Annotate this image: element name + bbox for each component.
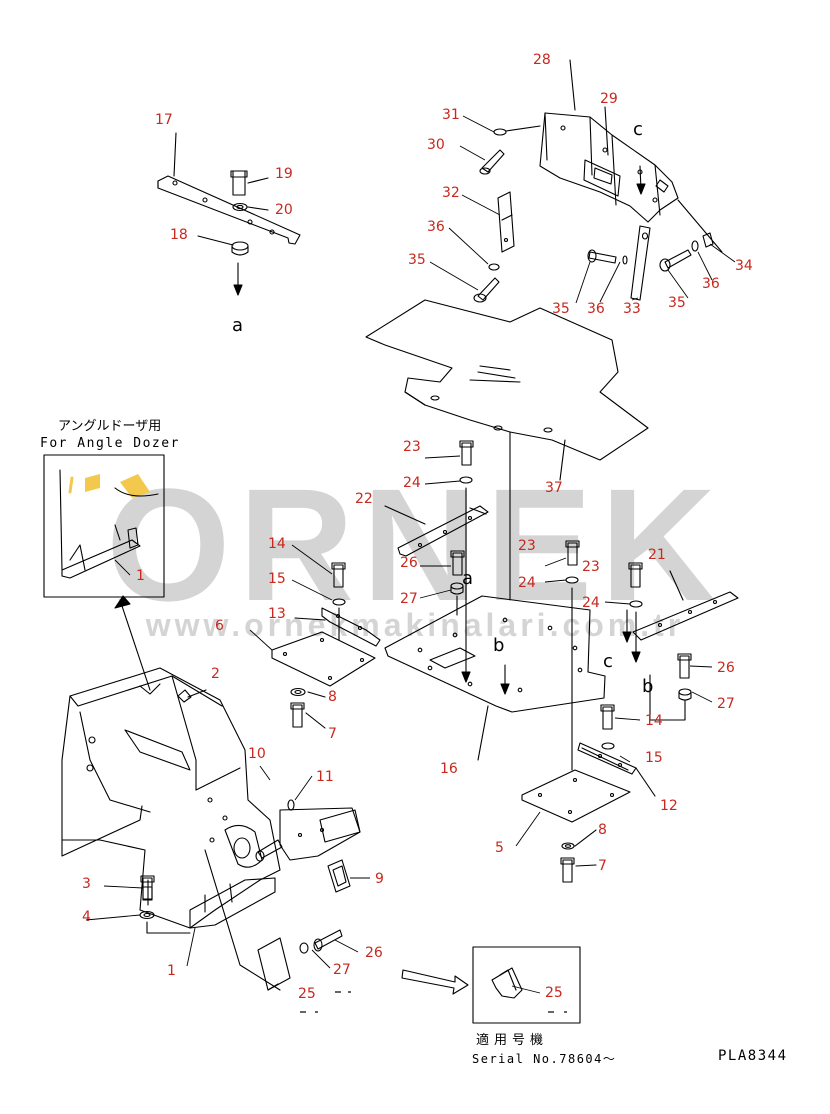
part-label: 23 xyxy=(582,559,600,575)
leader-lines xyxy=(85,115,736,994)
part-label: 25 xyxy=(298,986,316,1002)
part-label: 15 xyxy=(268,571,286,587)
inset-text: アングルドーザ用 For Angle Dozer 適用号機 Serial No.… xyxy=(40,419,788,1066)
view-ref-a: a xyxy=(232,315,243,336)
part-label: 26 xyxy=(365,945,383,961)
watermark: ORNEK www.ornekmakinalari.com.tr xyxy=(106,455,724,643)
inset-marks xyxy=(300,991,567,1013)
step-plate-6 xyxy=(271,562,381,729)
serial-title-jp: 適用号機 xyxy=(476,1032,548,1048)
part-label: 31 xyxy=(442,107,460,123)
part-label: 18 xyxy=(170,227,188,243)
part-label: 8 xyxy=(598,822,607,838)
part-label: 9 xyxy=(375,871,384,887)
floor-mat-37 xyxy=(365,299,649,601)
inset-angle-dozer xyxy=(43,454,165,598)
part-label: 14 xyxy=(268,536,286,552)
part-label: 1 xyxy=(167,963,176,979)
part-label: 21 xyxy=(648,547,666,563)
part-label: 24 xyxy=(518,575,536,591)
part-label: 8 xyxy=(328,689,337,705)
bracket-17-assembly xyxy=(157,132,301,296)
part-label: 13 xyxy=(268,606,286,622)
part-label: 27 xyxy=(400,591,418,607)
part-label: 15 xyxy=(645,750,663,766)
step-plate-5 xyxy=(521,742,656,883)
part-label: 14 xyxy=(645,713,663,729)
part-label: 27 xyxy=(333,962,351,978)
part-label: 36 xyxy=(702,276,720,292)
view-ref-b-2: b xyxy=(642,676,653,697)
part-label: 23 xyxy=(403,439,421,455)
part-label: 32 xyxy=(442,185,460,201)
view-ref-c-2: c xyxy=(603,651,613,672)
view-ref-b: b xyxy=(493,635,504,656)
part-label: 16 xyxy=(440,761,458,777)
part-label: 24 xyxy=(403,475,421,491)
part-label: 34 xyxy=(735,258,753,274)
highlight-icon xyxy=(85,474,100,492)
part-label: 3 xyxy=(82,876,91,892)
serial-number: Serial No.78604～ xyxy=(472,1052,616,1066)
part-label: 7 xyxy=(598,858,607,874)
part-label: 17 xyxy=(155,112,173,128)
part-label: 2 xyxy=(211,666,220,682)
part-label: 36 xyxy=(587,301,605,317)
view-ref-c: c xyxy=(633,119,643,140)
part-label: 12 xyxy=(660,798,678,814)
part-label: 4 xyxy=(82,909,91,925)
part-label: 7 xyxy=(328,726,337,742)
part-label: 26 xyxy=(717,660,735,676)
part-label: 30 xyxy=(427,137,445,153)
part-label: 19 xyxy=(275,166,293,182)
frame-1 xyxy=(61,595,361,929)
lower-fasteners xyxy=(139,849,343,991)
part-label: 26 xyxy=(400,555,418,571)
angle-dozer-title-jp: アングルドーザ用 xyxy=(58,419,161,434)
watermark-url: www.ornekmakinalari.com.tr xyxy=(145,607,685,643)
part-label: 23 xyxy=(518,538,536,554)
part-label: 5 xyxy=(495,840,504,856)
fastener-chains xyxy=(450,440,692,771)
part-label: 24 xyxy=(582,595,600,611)
part-label: 1 xyxy=(136,568,145,584)
view-refs: a a b b c c xyxy=(232,119,653,697)
part-label: 6 xyxy=(215,618,224,634)
drawing-code: PLA8344 xyxy=(718,1048,788,1064)
inset-serial xyxy=(401,946,581,1024)
guard-28-assembly xyxy=(473,59,723,303)
part-label: 27 xyxy=(717,696,735,712)
part-label: 35 xyxy=(552,301,570,317)
part-label: 28 xyxy=(533,52,551,68)
part-label: 35 xyxy=(408,252,426,268)
part-label: 33 xyxy=(623,301,641,317)
angle-dozer-title-en: For Angle Dozer xyxy=(40,436,180,451)
part-label: 36 xyxy=(427,219,445,235)
part-label: 11 xyxy=(316,769,334,785)
part-label: 29 xyxy=(600,91,618,107)
bracket-21 xyxy=(632,570,739,641)
part-labels: 17 19 20 18 28 29 31 30 32 36 35 35 36 3… xyxy=(82,52,753,1002)
part-label: 25 xyxy=(545,985,563,1001)
floor-plate-16 xyxy=(384,584,606,761)
view-ref-a-2: a xyxy=(462,568,473,589)
part-label: 35 xyxy=(668,295,686,311)
part-label: 22 xyxy=(355,491,373,507)
watermark-brand: ORNEK xyxy=(106,455,724,634)
part-label: 10 xyxy=(248,746,266,762)
part-label: 37 xyxy=(545,480,563,496)
part-label: 20 xyxy=(275,202,293,218)
